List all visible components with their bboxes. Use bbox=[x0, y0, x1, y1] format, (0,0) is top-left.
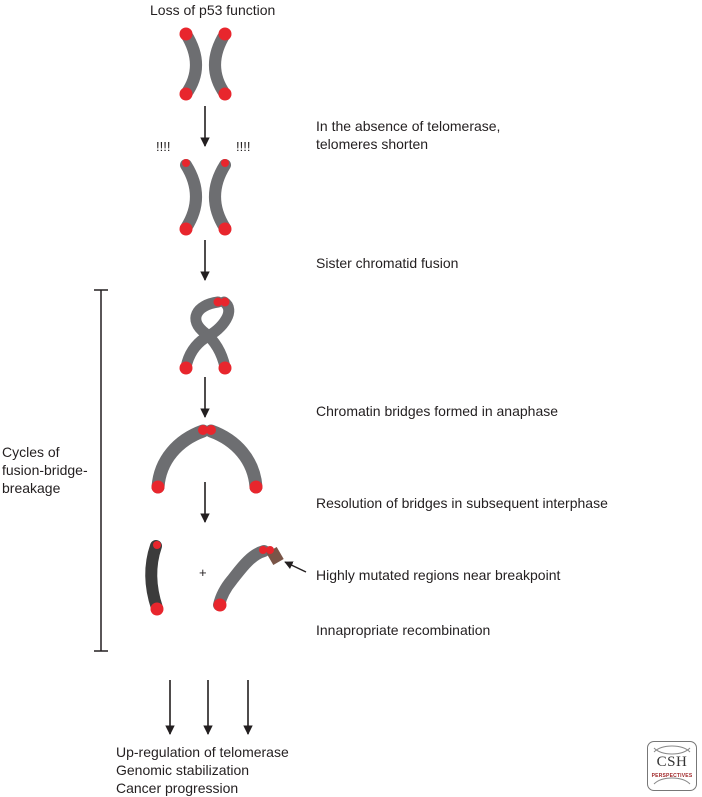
stage-label-resolution: Resolution of bridges in subsequent inte… bbox=[316, 495, 608, 511]
cycle-label-line2: fusion-bridge- bbox=[2, 462, 88, 478]
csh-perspectives-logo: CSH PERSPECTIVES bbox=[647, 741, 697, 791]
telomere bbox=[249, 480, 263, 494]
arrow-pointer bbox=[284, 561, 307, 573]
stage-label-bridges: Chromatin bridges formed in anaphase bbox=[316, 403, 559, 419]
telomere bbox=[266, 546, 274, 554]
telomere bbox=[218, 361, 232, 375]
telomere bbox=[213, 297, 223, 307]
outcome-stabilization: Genomic stabilization bbox=[116, 762, 250, 778]
stage-label-fusion: Sister chromatid fusion bbox=[316, 255, 459, 271]
outcome-cancer: Cancer progression bbox=[116, 780, 239, 796]
telomere bbox=[182, 159, 190, 167]
telomere bbox=[179, 87, 193, 101]
cycle-label-line3: breakage bbox=[2, 480, 61, 496]
chromosome-short-telomeres bbox=[179, 159, 232, 236]
telomere bbox=[179, 222, 193, 236]
stage-label-recombination: Innapropriate recombination bbox=[316, 622, 491, 638]
telomere bbox=[198, 425, 208, 435]
cycle-bracket bbox=[94, 289, 108, 652]
outcome-telomerase: Up-regulation of telomerase bbox=[116, 744, 289, 760]
telomere bbox=[220, 297, 230, 307]
dna-helix-icon bbox=[653, 745, 691, 785]
telomere bbox=[218, 87, 232, 101]
logo-name: CSH bbox=[656, 754, 688, 770]
plus-sign: + bbox=[199, 565, 207, 580]
chromosome-intact bbox=[179, 27, 232, 101]
telomere bbox=[259, 546, 267, 554]
telomere bbox=[221, 159, 229, 167]
telomere bbox=[213, 598, 227, 612]
telomere bbox=[179, 27, 193, 41]
telomere bbox=[218, 222, 232, 236]
chromatin-bridge bbox=[151, 424, 263, 494]
stage-label-telomeres-line2: telomeres shorten bbox=[316, 136, 429, 152]
broken-fragment-right bbox=[213, 545, 284, 612]
telomere bbox=[151, 480, 165, 494]
chromosome-fused bbox=[179, 296, 235, 375]
exclamation-right: !!!! bbox=[236, 139, 251, 154]
telomere bbox=[179, 361, 193, 375]
telomere bbox=[153, 541, 161, 549]
stage-label-telomeres-line1: In the absence of telomerase, bbox=[316, 118, 501, 134]
broken-fragment-left bbox=[145, 540, 164, 616]
top-label: Loss of p53 function bbox=[150, 2, 276, 18]
telomere bbox=[206, 425, 216, 435]
logo-subtitle: PERSPECTIVES bbox=[651, 773, 693, 779]
telomere bbox=[218, 27, 232, 41]
telomere bbox=[150, 602, 164, 616]
cycle-label-line1: Cycles of bbox=[2, 444, 60, 460]
stage-label-mutated: Highly mutated regions near breakpoint bbox=[316, 567, 561, 583]
exclamation-left: !!!! bbox=[156, 139, 171, 154]
